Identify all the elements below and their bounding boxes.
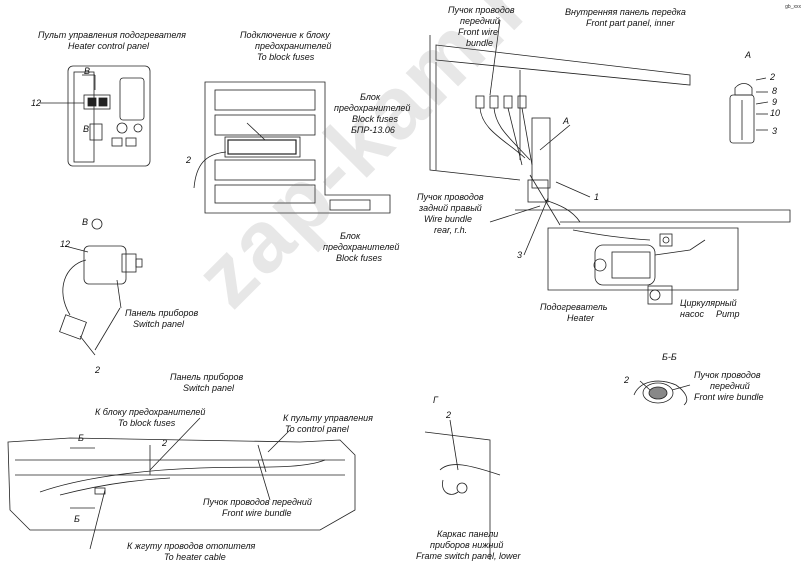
view-a-drawing <box>729 77 769 144</box>
label-block-fuses-ru-1: Блок <box>360 92 381 102</box>
view-b-mark-2: В <box>83 124 90 134</box>
label-front-bundle-top-ru-2: передний <box>460 16 500 26</box>
callout-2-bottom: 2 <box>162 438 168 448</box>
view-a-title: А <box>745 50 752 60</box>
label-rear-bundle-ru-1: Пучок проводов <box>417 192 484 202</box>
label-front-bundle-top-ru-1: Пучок проводов <box>448 5 515 15</box>
label-to-control-panel-en: To control panel <box>285 424 349 434</box>
switch-panel-drawing <box>7 437 356 531</box>
label-heater-control-panel-en: Heater control panel <box>68 41 150 51</box>
label-rear-bundle-ru-2: задний правый <box>419 203 482 213</box>
callout-2-fuses: 2 <box>186 155 192 165</box>
label-to-heater-cable-en: To heater cable <box>164 552 226 562</box>
label-frame-panel-ru-1: Каркас панели <box>437 529 499 539</box>
heater-drawing <box>515 209 791 305</box>
label-front-panel-inner-en: Front part panel, inner <box>586 18 675 28</box>
leader-lines <box>89 19 691 550</box>
view-g-title: Г <box>433 395 438 405</box>
label-bb-bundle-ru-1: Пучок проводов <box>694 370 761 380</box>
label-frame-panel-ru-2: приборов нижний <box>430 540 504 550</box>
callout-a-3: 3 <box>772 126 778 136</box>
section-b-mark-2: Б <box>74 514 80 524</box>
callout-2-g: 2 <box>446 410 452 420</box>
view-a-mark: А <box>563 116 570 126</box>
callout-a-10: 10 <box>770 108 781 118</box>
callout-1: 1 <box>594 192 600 202</box>
heater-control-panel-drawing <box>40 65 151 167</box>
label-switch-panel-ru: Панель приборов <box>125 308 199 318</box>
label-block-fuses-en: Block fuses <box>352 114 399 124</box>
label-block-fuses2-ru-2: предохранителей <box>323 242 400 252</box>
section-b-mark-1: Б <box>78 433 84 443</box>
label-to-block-fuses-en: To block fuses <box>257 52 315 62</box>
label-to-block-fuses-ru-2: предохранителей <box>255 41 332 51</box>
label-block-fuses2-en: Block fuses <box>336 253 383 263</box>
section-bb-title: Б-Б <box>662 352 677 362</box>
label-switch-panel2-ru: Панель приборов <box>170 372 244 382</box>
corner-mark: gb_xxx <box>785 4 801 10</box>
label-bb-bundle-ru-2: передний <box>710 381 750 391</box>
label-switch-panel-en: Switch panel <box>133 319 185 329</box>
section-bb-drawing <box>633 380 688 406</box>
callout-12-top: 12 <box>31 98 42 108</box>
label-rear-bundle-en-2: rear, r.h. <box>434 225 468 235</box>
callout-a-2: 2 <box>770 72 776 82</box>
callout-a-9: 9 <box>772 97 778 107</box>
label-switch-panel2-en: Switch panel <box>183 383 235 393</box>
label-front-bundle-bottom-en: Front wire bundle <box>222 508 292 518</box>
label-heater-ru: Подогреватель <box>540 302 608 312</box>
label-front-panel-inner-ru: Внутренняя панель передка <box>565 7 686 17</box>
label-block-fuses-code: БПР-13.06 <box>351 125 395 135</box>
view-g-drawing <box>424 431 501 560</box>
label-pump-en: Pump <box>716 309 740 319</box>
view-b-mark-1: В <box>84 66 91 76</box>
label-frame-panel-en: Frame switch panel, lower <box>416 551 521 561</box>
view-b-drawing <box>59 218 143 356</box>
label-pump-ru-2: насос <box>680 309 704 319</box>
label-to-block-fuses-ru-1: Подключение к блоку <box>240 30 330 40</box>
callout-2-bb: 2 <box>624 375 630 385</box>
label-heater-en: Heater <box>567 313 595 323</box>
label-rear-bundle-en-1: Wire bundle <box>424 214 472 224</box>
label-to-control-panel-ru: К пульту управления <box>283 413 373 423</box>
callout-2-switch: 2 <box>95 365 101 375</box>
label-to-heater-cable-ru: К жгуту проводов отопителя <box>127 541 256 551</box>
label-pump-ru-1: Циркулярный <box>680 298 737 308</box>
callout-a-8: 8 <box>772 86 778 96</box>
label-to-fuses-bottom-en: To block fuses <box>118 418 176 428</box>
label-front-bundle-top-en-2: bundle <box>466 38 494 48</box>
label-bb-bundle-en: Front wire bundle <box>694 392 764 402</box>
label-heater-control-panel-ru: Пульт управления подогревателя <box>38 30 186 40</box>
callout-3: 3 <box>517 250 523 260</box>
front-panel-drawing <box>429 35 691 226</box>
view-b-title: В <box>82 217 89 227</box>
label-front-bundle-top-en-1: Front wire <box>458 27 499 37</box>
label-block-fuses2-ru-1: Блок <box>340 231 361 241</box>
label-front-bundle-bottom-ru: Пучок проводов передний <box>203 497 312 507</box>
label-to-fuses-bottom-ru: К блоку предохранителей <box>95 407 206 417</box>
block-fuses-drawing <box>193 81 391 214</box>
callout-12-switch: 12 <box>60 239 71 249</box>
label-block-fuses-ru-2: предохранителей <box>334 103 411 113</box>
